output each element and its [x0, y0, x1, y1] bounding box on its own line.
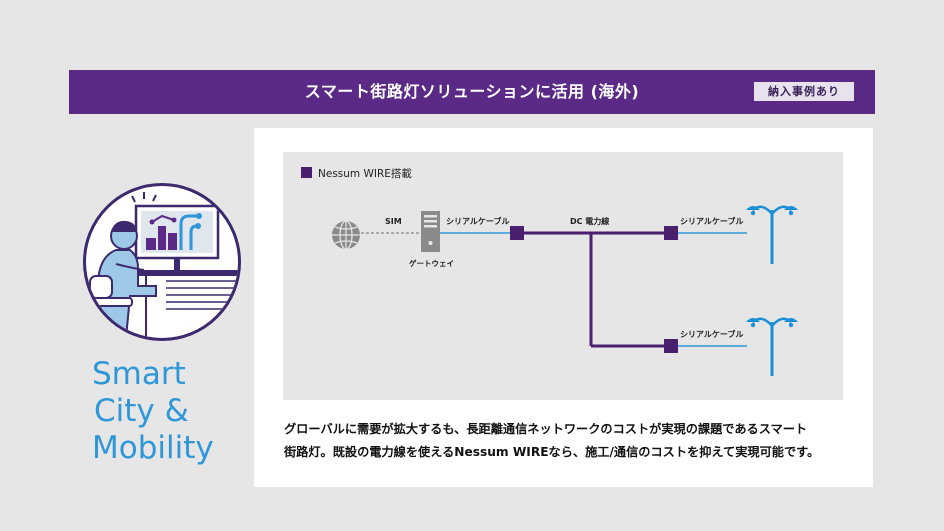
- street-lamp-icon: [746, 317, 798, 376]
- gateway-label: ゲートウェイ: [409, 258, 454, 268]
- network-diagram: Nessum WIRE搭載 SIM ゲートウェイ: [283, 152, 843, 400]
- tagline-line-2: City &: [94, 393, 189, 429]
- nessum-node-lamp-1: [664, 226, 678, 240]
- description-text: グローバルに需要が拡大するも、長距離通信ネットワークのコストが実現の課題であるス…: [284, 418, 854, 464]
- description-line-2: 街路灯。既設の電力線を使えるNessum WIREなら、施工/通信のコストを抑え…: [284, 445, 820, 459]
- sim-label: SIM: [385, 217, 402, 226]
- tagline-line-3: Mobility: [92, 430, 214, 466]
- content-panel: Nessum WIRE搭載 SIM ゲートウェイ: [254, 128, 873, 487]
- nessum-node-gateway: [510, 226, 524, 240]
- engineer-illustration: [83, 183, 241, 341]
- legend-label: Nessum WIRE搭載: [318, 167, 412, 180]
- gateway-server-icon: [421, 211, 440, 252]
- dc-line-label: DC 電力線: [570, 216, 609, 226]
- delivery-case-badge: 納入事例あり: [754, 82, 854, 101]
- description-line-1: グローバルに需要が拡大するも、長距離通信ネットワークのコストが実現の課題であるス…: [284, 422, 808, 436]
- serial-cable-label-3: シリアルケーブル: [680, 329, 743, 339]
- street-lamp-icon: [746, 205, 798, 264]
- banner-title: スマート街路灯ソリューションに活用 (海外): [304, 82, 640, 101]
- tagline-line-1: Smart: [92, 356, 186, 392]
- serial-cable-label-2: シリアルケーブル: [680, 216, 743, 226]
- legend-swatch: [301, 167, 312, 178]
- nessum-node-lamp-2: [664, 339, 678, 353]
- title-banner: スマート街路灯ソリューションに活用 (海外) 納入事例あり: [69, 70, 875, 114]
- globe-icon: [332, 220, 360, 250]
- engineer-at-desk-icon: [89, 192, 238, 338]
- network-diagram-svg: Nessum WIRE搭載 SIM ゲートウェイ: [301, 167, 798, 376]
- serial-cable-label-1: シリアルケーブル: [446, 216, 509, 226]
- smart-city-mobility-tagline: Smart City & Mobility: [92, 356, 214, 467]
